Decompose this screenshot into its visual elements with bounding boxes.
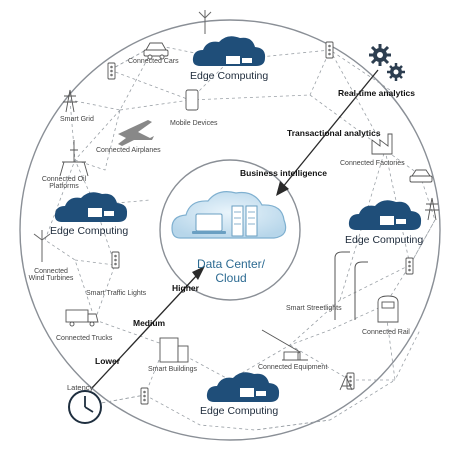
label-connected-cars: Connected Cars (128, 58, 179, 65)
mobile-device-icon (185, 89, 199, 111)
car-right-icon (409, 169, 433, 183)
edge-label-bottom: Edge Computing (200, 405, 279, 417)
edge-label-top: Edge Computing (190, 70, 269, 82)
latency-higher-label: Higher (172, 283, 199, 293)
label-connected-equipment: Connected Equipment (258, 364, 328, 371)
label-smart-grid: Smart Grid (60, 116, 94, 123)
wind-turbine-left-icon (33, 230, 51, 262)
label-connected-wind-turbines: Connected Wind Turbines (28, 268, 74, 283)
edge-cloud-left-icon (54, 192, 128, 222)
edge-cloud-top-icon (192, 36, 266, 66)
factory-icon (371, 133, 393, 155)
latency-lower-label: Lower (95, 356, 121, 366)
center-label: Data Center/ Cloud (195, 257, 267, 286)
label-connected-oil-platforms: Connected Oil Platforms (41, 176, 87, 191)
car-icon (143, 42, 169, 60)
label-connected-rail: Connected Rail (362, 329, 410, 336)
train-icon (377, 295, 399, 323)
gear-icon (369, 44, 405, 81)
label-smart-buildings: Smart Buildings (148, 366, 198, 373)
streetlight-icon (334, 251, 368, 320)
business-intelligence-label: Business intelligence (240, 168, 327, 178)
edge-cloud-bottom-icon (206, 372, 280, 402)
edge-label-right: Edge Computing (345, 234, 424, 246)
traffic-light-lamps (110, 44, 411, 402)
realtime-analytics-label: Real-time analytics (338, 88, 416, 98)
outer-ring (19, 19, 441, 441)
analytics-arrow (281, 69, 379, 189)
wind-turbine-icon (198, 10, 212, 34)
equipment-icon (261, 329, 308, 361)
label-connected-trucks: Connected Trucks (56, 335, 113, 342)
label-smart-streetlights: Smart Streetlights (286, 305, 342, 312)
power-tower-icon (63, 89, 439, 221)
center-label-line2: Cloud (215, 270, 247, 285)
building-icon (159, 337, 189, 363)
airplane-icon (118, 120, 154, 146)
clock-icon (68, 390, 102, 424)
oil-platform-icon (59, 140, 89, 177)
latency-title: Latency (67, 383, 94, 392)
edge-cloud-right-icon (348, 200, 422, 230)
label-connected-factories: Connected Factories (340, 160, 405, 167)
latency-arrow (91, 273, 199, 389)
edge-label-left: Edge Computing (50, 225, 129, 237)
center-label-line1: Data Center/ (196, 257, 266, 271)
data-center-cloud-icon (171, 191, 287, 239)
label-mobile-devices: Mobile Devices (170, 120, 218, 127)
truck-icon (65, 309, 99, 327)
label-smart-traffic-lights: Smart Traffic Lights (86, 290, 147, 297)
label-connected-airplanes: Connected Airplanes (96, 147, 161, 154)
derrick-icon (339, 374, 353, 391)
transactional-analytics-label: Transactional analytics (287, 128, 381, 138)
latency-medium-label: Medium (133, 318, 166, 328)
